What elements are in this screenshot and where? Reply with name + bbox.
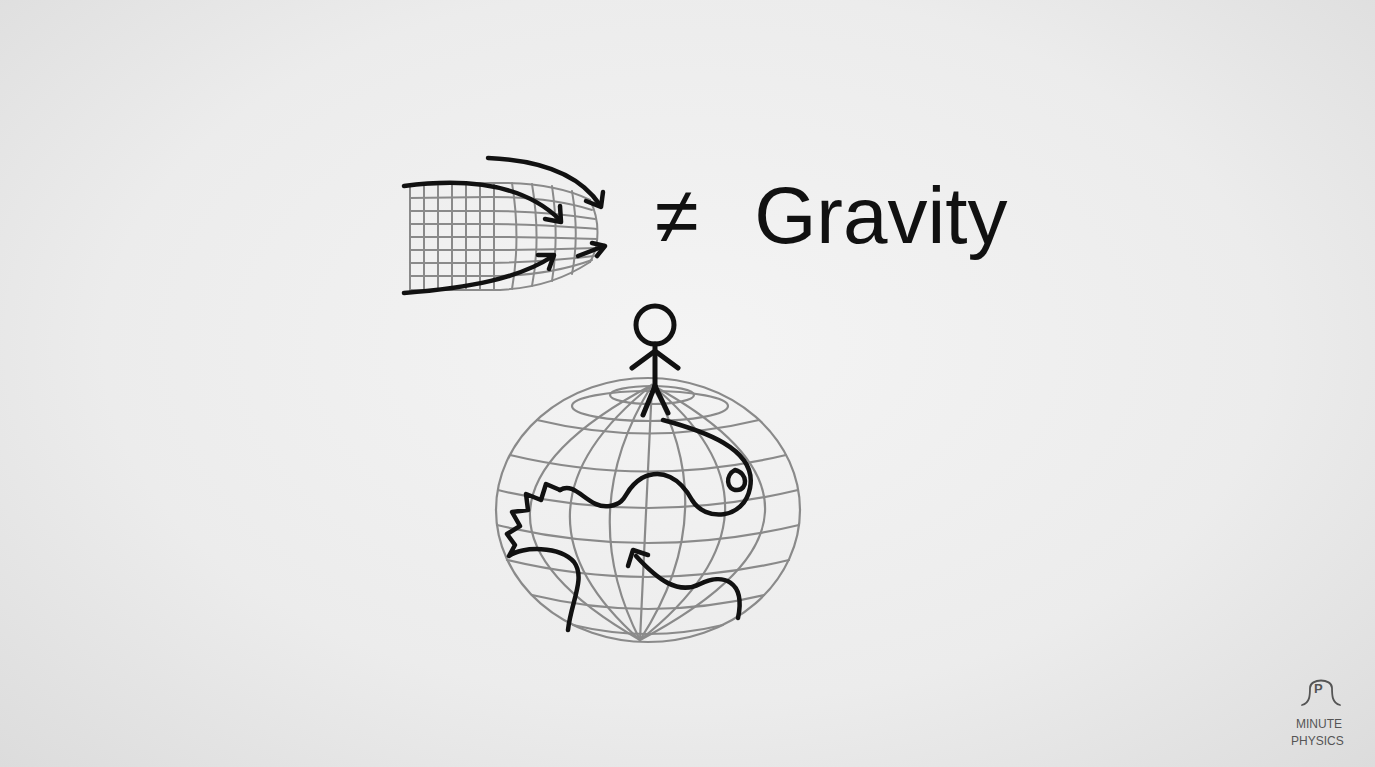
spacetime-tube	[410, 183, 598, 290]
watermark: PHYSICS	[1291, 734, 1344, 748]
watermark: MINUTE	[1296, 718, 1342, 731]
stick-figure	[632, 306, 678, 415]
globe	[496, 378, 800, 642]
curved-arrows	[404, 158, 605, 293]
watermark: PHYSICS	[1291, 735, 1344, 748]
wandering-paths	[507, 420, 751, 630]
logo-letter: P	[1314, 682, 1323, 695]
heading-text: ≠ Gravity	[655, 176, 1008, 256]
logo-mark	[1302, 681, 1340, 706]
watermark: MINUTE	[1296, 717, 1342, 731]
logo-letter: P	[1314, 681, 1323, 696]
heading-text: ≠ Gravity	[655, 171, 1008, 260]
